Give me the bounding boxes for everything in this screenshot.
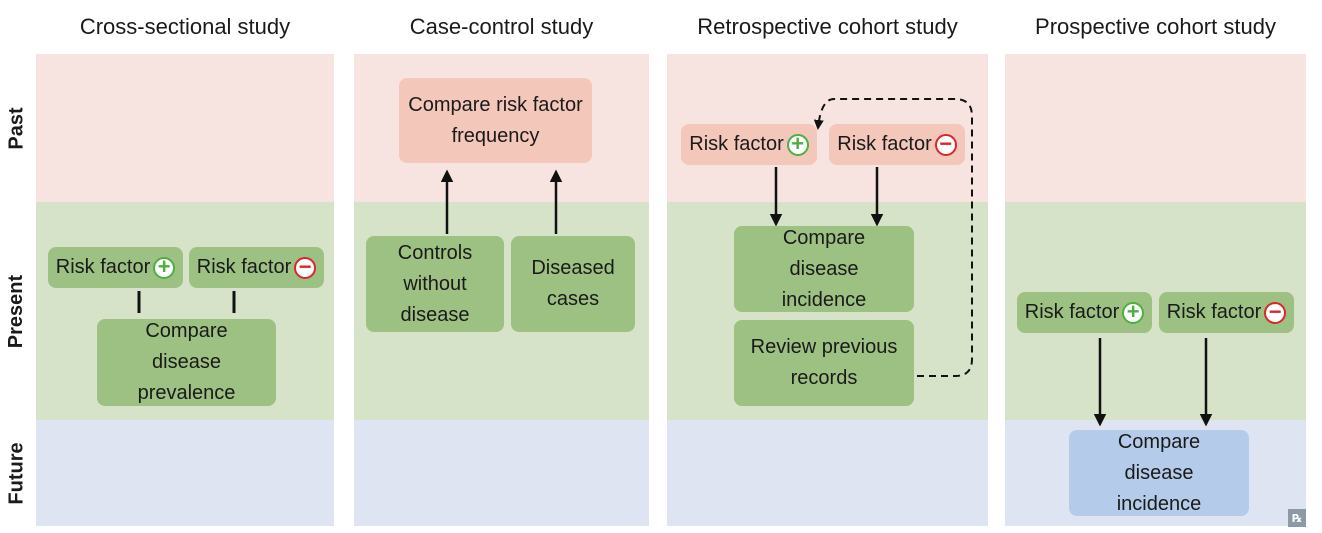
cross-sectional-compare-prevalence: Compare disease prevalence bbox=[97, 319, 276, 406]
prospective-risk-factor-positive: Risk factor bbox=[1017, 292, 1152, 333]
retrospective-compare-incidence: Compare disease incidence bbox=[734, 226, 914, 312]
case-control-controls: Controls without disease bbox=[366, 236, 504, 332]
minus-icon bbox=[1264, 301, 1287, 324]
cross-sectional-past-band bbox=[36, 54, 334, 202]
retrospective-review-records: Review previous records bbox=[734, 320, 914, 406]
retrospective-risk-factor-negative: Risk factor bbox=[829, 124, 965, 165]
rx-logo-icon: ℞ bbox=[1288, 509, 1306, 527]
column-title-cross-sectional: Cross-sectional study bbox=[79, 14, 291, 39]
prospective-compare-incidence-label: Compare disease incidence bbox=[1116, 430, 1202, 515]
retrospective-risk-factor-negative-label: Risk factor bbox=[837, 133, 932, 155]
retrospective-review-records-label: Review previous records bbox=[750, 336, 898, 389]
column-title-case-control: Case-control study bbox=[409, 14, 594, 39]
cross-sectional-risk-factor-negative-label: Risk factor bbox=[196, 256, 292, 278]
minus-icon bbox=[294, 256, 317, 279]
retrospective-risk-factor-positive-label: Risk factor bbox=[689, 133, 784, 155]
prospective-risk-factor-negative: Risk factor bbox=[1159, 292, 1294, 333]
prospective-compare-incidence: Compare disease incidence bbox=[1069, 430, 1249, 516]
column-title-prospective-cohort: Prospective cohort study bbox=[1035, 14, 1276, 39]
retrospective-future-band bbox=[667, 420, 988, 526]
prospective-risk-factor-positive-label: Risk factor bbox=[1024, 301, 1120, 323]
prospective-risk-factor-negative-label: Risk factor bbox=[1166, 301, 1262, 323]
cross-sectional-risk-factor-positive-label: Risk factor bbox=[55, 256, 151, 278]
cross-sectional-risk-factor-positive: Risk factor bbox=[48, 247, 183, 288]
column-title-retrospective-cohort: Retrospective cohort study bbox=[697, 14, 958, 39]
plus-icon bbox=[153, 256, 176, 279]
prospective-past-band bbox=[1005, 54, 1306, 202]
case-control-cases: Diseased cases bbox=[511, 236, 635, 332]
case-control-future-band bbox=[354, 420, 649, 526]
case-control-compare-frequency-label: Compare risk factor frequency bbox=[408, 93, 583, 147]
case-control-cases-label: Diseased cases bbox=[531, 257, 615, 310]
retrospective-dashed-loop bbox=[813, 98, 973, 377]
plus-icon bbox=[1122, 301, 1145, 324]
cross-sectional-future-band bbox=[36, 420, 334, 526]
cross-sectional-risk-factor-negative: Risk factor bbox=[189, 247, 324, 288]
case-control-compare-frequency: Compare risk factor frequency bbox=[399, 78, 592, 163]
plus-icon bbox=[786, 133, 809, 156]
retrospective-compare-incidence-label: Compare disease incidence bbox=[781, 226, 867, 311]
minus-icon bbox=[934, 133, 957, 156]
retrospective-risk-factor-positive: Risk factor bbox=[681, 124, 817, 165]
case-control-controls-label: Controls without disease bbox=[397, 241, 473, 326]
cross-sectional-compare-prevalence-label: Compare disease prevalence bbox=[137, 320, 236, 404]
